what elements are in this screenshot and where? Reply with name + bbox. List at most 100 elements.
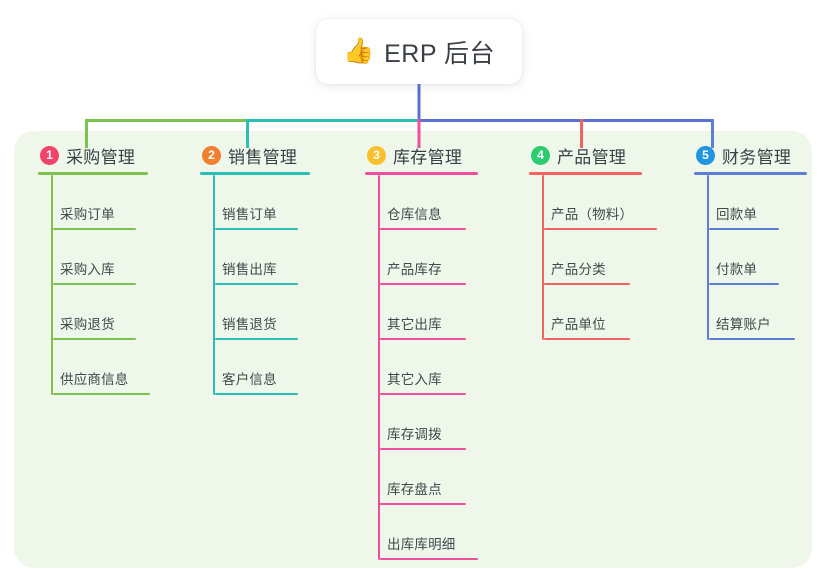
leaf-label: 销售订单	[222, 207, 277, 222]
leaf-label: 销售出库	[222, 262, 277, 277]
branch-spine-5	[707, 175, 709, 340]
leaf-rule	[709, 283, 779, 285]
list-item[interactable]: 采购退货	[38, 285, 188, 340]
leaf-rule	[709, 228, 779, 230]
list-item[interactable]: 付款单	[694, 230, 834, 285]
list-item[interactable]: 产品单位	[529, 285, 699, 340]
list-item[interactable]: 销售退货	[200, 285, 350, 340]
list-item[interactable]: 其它出库	[365, 285, 525, 340]
leaf-rule	[215, 228, 298, 230]
leaf-label: 结算账户	[716, 317, 771, 332]
list-item[interactable]: 仓库信息	[365, 175, 525, 230]
branch-column-3: 3 库存管理 仓库信息 产品库存 其它出库 其它入库 库存调拨	[365, 142, 525, 560]
leaf-label: 采购退货	[60, 317, 115, 332]
branch-column-5: 5 财务管理 回款单 付款单 结算账户	[694, 142, 834, 340]
branch-title-5: 财务管理	[722, 147, 792, 167]
leaf-rule	[380, 558, 478, 560]
leaf-rule	[53, 283, 136, 285]
list-item[interactable]: 其它入库	[365, 340, 525, 395]
branch-items-4: 产品（物料） 产品分类 产品单位	[529, 175, 699, 340]
branch-title-4: 产品管理	[557, 147, 627, 167]
leaf-label: 出库库明细	[387, 537, 456, 552]
thumbs-up-icon: 👍	[342, 37, 375, 65]
list-item[interactable]: 采购入库	[38, 230, 188, 285]
branch-items-2: 销售订单 销售出库 销售退货 客户信息	[200, 175, 350, 395]
leaf-rule	[53, 228, 136, 230]
branch-title-1: 采购管理	[66, 147, 136, 167]
root-node-title: ERP 后台	[384, 39, 496, 68]
leaf-rule	[53, 393, 150, 395]
branch-header-5[interactable]: 5 财务管理	[694, 142, 834, 168]
list-item[interactable]: 库存盘点	[365, 450, 525, 505]
branch-header-3[interactable]: 3 库存管理	[365, 142, 525, 168]
branch-spine-2	[213, 175, 215, 395]
leaf-label: 产品分类	[551, 262, 606, 277]
root-node[interactable]: 👍 ERP 后台	[316, 19, 522, 84]
branch-badge-4: 4	[531, 145, 550, 165]
branch-column-4: 4 产品管理 产品（物料） 产品分类 产品单位	[529, 142, 699, 340]
leaf-label: 产品（物料）	[551, 207, 634, 222]
leaf-rule	[380, 338, 466, 340]
branch-header-2[interactable]: 2 销售管理	[200, 142, 350, 168]
leaf-rule	[380, 448, 466, 450]
list-item[interactable]: 销售订单	[200, 175, 350, 230]
leaf-rule	[544, 283, 630, 285]
branch-spine-1	[51, 175, 53, 395]
leaf-label: 销售退货	[222, 317, 277, 332]
leaf-rule	[215, 338, 298, 340]
list-item[interactable]: 客户信息	[200, 340, 350, 395]
leaf-label: 产品单位	[551, 317, 606, 332]
list-item[interactable]: 产品库存	[365, 230, 525, 285]
leaf-rule	[380, 283, 466, 285]
list-item[interactable]: 供应商信息	[38, 340, 188, 395]
branch-items-5: 回款单 付款单 结算账户	[694, 175, 834, 340]
leaf-label: 仓库信息	[387, 207, 442, 222]
branch-badge-5: 5	[696, 145, 715, 165]
branch-rule-1	[38, 172, 148, 175]
leaf-rule	[709, 338, 795, 340]
leaf-label: 客户信息	[222, 372, 277, 387]
leaf-label: 采购入库	[60, 262, 115, 277]
list-item[interactable]: 销售出库	[200, 230, 350, 285]
leaf-label: 其它出库	[387, 317, 442, 332]
list-item[interactable]: 产品（物料）	[529, 175, 699, 230]
leaf-label: 回款单	[716, 207, 758, 222]
leaf-rule	[215, 283, 298, 285]
branch-rule-3	[365, 172, 478, 175]
leaf-label: 其它入库	[387, 372, 442, 387]
branch-badge-1: 1	[40, 145, 59, 165]
leaf-label: 供应商信息	[60, 372, 129, 387]
branch-items-3: 仓库信息 产品库存 其它出库 其它入库 库存调拨 库存盘点	[365, 175, 525, 560]
list-item[interactable]: 库存调拨	[365, 395, 525, 450]
branch-title-2: 销售管理	[228, 147, 298, 167]
branch-header-4[interactable]: 4 产品管理	[529, 142, 699, 168]
branch-rule-2	[200, 172, 310, 175]
list-item[interactable]: 出库库明细	[365, 505, 525, 560]
leaf-rule	[380, 393, 466, 395]
leaf-label: 付款单	[716, 262, 758, 277]
branch-rule-5	[694, 172, 807, 175]
leaf-rule	[544, 228, 657, 230]
leaf-rule	[215, 393, 298, 395]
branch-items-1: 采购订单 采购入库 采购退货 供应商信息	[38, 175, 188, 395]
branch-column-2: 2 销售管理 销售订单 销售出库 销售退货 客户信息	[200, 142, 350, 395]
list-item[interactable]: 产品分类	[529, 230, 699, 285]
branch-title-3: 库存管理	[393, 147, 463, 167]
list-item[interactable]: 回款单	[694, 175, 834, 230]
branch-badge-3: 3	[367, 145, 386, 165]
branch-rule-4	[529, 172, 642, 175]
branch-badge-2: 2	[202, 145, 221, 165]
branch-header-1[interactable]: 1 采购管理	[38, 142, 188, 168]
leaf-label: 采购订单	[60, 207, 115, 222]
leaf-rule	[544, 338, 630, 340]
list-item[interactable]: 采购订单	[38, 175, 188, 230]
leaf-rule	[53, 338, 136, 340]
list-item[interactable]: 结算账户	[694, 285, 834, 340]
branch-spine-4	[542, 175, 544, 340]
leaf-rule	[380, 228, 466, 230]
leaf-label: 产品库存	[387, 262, 442, 277]
leaf-label: 库存调拨	[387, 427, 442, 442]
leaf-rule	[380, 503, 466, 505]
